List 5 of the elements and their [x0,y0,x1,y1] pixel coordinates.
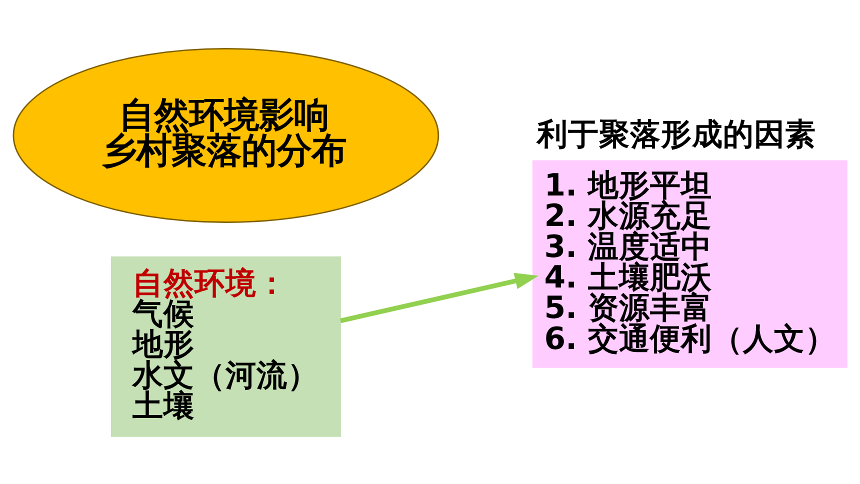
node-box: 1. 地形平坦 2. 水源充足 3. 温度适中 4. 土壤肥沃 5. 资源丰富 6. 交通便利（人文） [532,160,848,368]
node-box: 自然环境： 气候 地形 水文（河流） 土壤 [110,256,341,436]
node-ellipse: 自然环境影响乡村聚落的分布 [12,47,440,222]
arrow [340,272,539,323]
node-label: 利于聚落形成的因素 [537,117,816,152]
